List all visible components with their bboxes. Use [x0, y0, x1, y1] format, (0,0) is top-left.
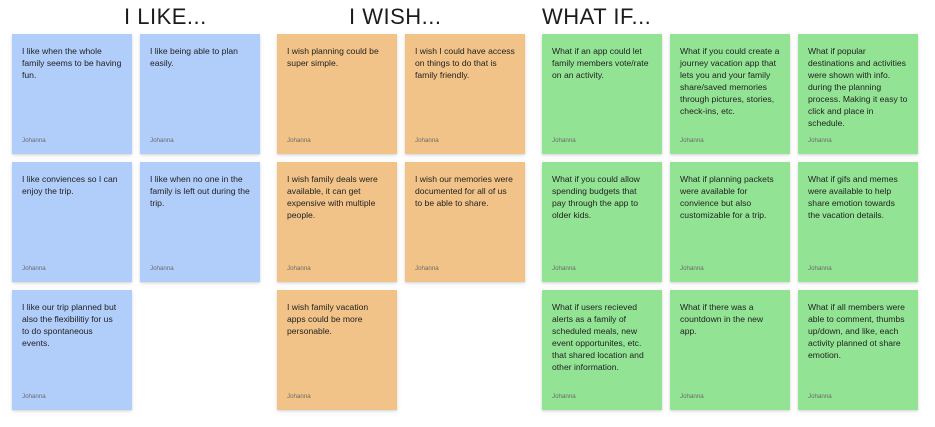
note-author: Johanna [808, 137, 832, 144]
note-text: I wish our memories were documented for … [415, 174, 513, 208]
note-text: I like conviences so I can enjoy the tri… [22, 174, 118, 196]
note-author: Johanna [287, 393, 311, 400]
note-author: Johanna [552, 137, 576, 144]
sticky-note-whatif-5[interactable]: What if planning packets were available … [670, 162, 790, 282]
sticky-note-whatif-1[interactable]: What if an app could let family members … [542, 34, 662, 154]
sticky-note-like-5[interactable]: I like our trip planned but also the fle… [12, 290, 132, 410]
note-text: What if all members were able to comment… [808, 302, 905, 360]
sticky-note-whatif-7[interactable]: What if users recieved alerts as a famil… [542, 290, 662, 410]
note-author: Johanna [680, 265, 704, 272]
note-text: What if an app could let family members … [552, 46, 649, 80]
sticky-note-whatif-4[interactable]: What if you could allow spending budgets… [542, 162, 662, 282]
sticky-note-whatif-8[interactable]: What if there was a countdown in the new… [670, 290, 790, 410]
note-text: I like being able to plan easily. [150, 46, 238, 68]
note-author: Johanna [552, 265, 576, 272]
i-like-heading: I LIKE... [124, 4, 207, 29]
sticky-note-like-1[interactable]: I like when the whole family seems to be… [12, 34, 132, 154]
note-author: Johanna [808, 393, 832, 400]
note-text: I wish I could have access on things to … [415, 46, 515, 80]
note-text: I wish family deals were available, it c… [287, 174, 378, 220]
sticky-note-wish-2[interactable]: I wish I could have access on things to … [405, 34, 525, 154]
sticky-note-wish-5[interactable]: I wish family vacation apps could be mor… [277, 290, 397, 410]
note-text: What if you could create a journey vacat… [680, 46, 780, 116]
note-author: Johanna [415, 265, 439, 272]
note-author: Johanna [22, 265, 46, 272]
note-text: What if users recieved alerts as a famil… [552, 302, 644, 372]
note-text: What if gifs and memes were available to… [808, 174, 898, 220]
sticky-note-whatif-9[interactable]: What if all members were able to comment… [798, 290, 918, 410]
i-wish-heading: I WISH... [349, 4, 442, 29]
note-author: Johanna [808, 265, 832, 272]
sticky-note-whatif-2[interactable]: What if you could create a journey vacat… [670, 34, 790, 154]
note-author: Johanna [22, 137, 46, 144]
sticky-note-wish-4[interactable]: I wish our memories were documented for … [405, 162, 525, 282]
note-text: I like our trip planned but also the fle… [22, 302, 117, 348]
note-author: Johanna [552, 393, 576, 400]
note-text: I like when the whole family seems to be… [22, 46, 122, 80]
sticky-note-whatif-6[interactable]: What if gifs and memes were available to… [798, 162, 918, 282]
note-author: Johanna [287, 137, 311, 144]
note-author: Johanna [287, 265, 311, 272]
note-author: Johanna [150, 265, 174, 272]
sticky-note-wish-1[interactable]: I wish planning could be super simple. J… [277, 34, 397, 154]
sticky-note-whatif-3[interactable]: What if popular destinations and activit… [798, 34, 918, 154]
what-if-heading: WHAT IF... [542, 4, 652, 29]
sticky-note-like-3[interactable]: I like conviences so I can enjoy the tri… [12, 162, 132, 282]
note-text: What if you could allow spending budgets… [552, 174, 640, 220]
note-text: What if popular destinations and activit… [808, 46, 908, 128]
note-author: Johanna [150, 137, 174, 144]
note-text: What if there was a countdown in the new… [680, 302, 764, 336]
note-author: Johanna [415, 137, 439, 144]
sticky-note-like-2[interactable]: I like being able to plan easily. Johann… [140, 34, 260, 154]
note-text: I wish planning could be super simple. [287, 46, 379, 68]
sticky-note-like-4[interactable]: I like when no one in the family is left… [140, 162, 260, 282]
note-text: I like when no one in the family is left… [150, 174, 250, 208]
note-text: I wish family vacation apps could be mor… [287, 302, 369, 336]
note-author: Johanna [680, 393, 704, 400]
sticky-note-wish-3[interactable]: I wish family deals were available, it c… [277, 162, 397, 282]
note-author: Johanna [22, 393, 46, 400]
note-author: Johanna [680, 137, 704, 144]
note-text: What if planning packets were available … [680, 174, 774, 220]
